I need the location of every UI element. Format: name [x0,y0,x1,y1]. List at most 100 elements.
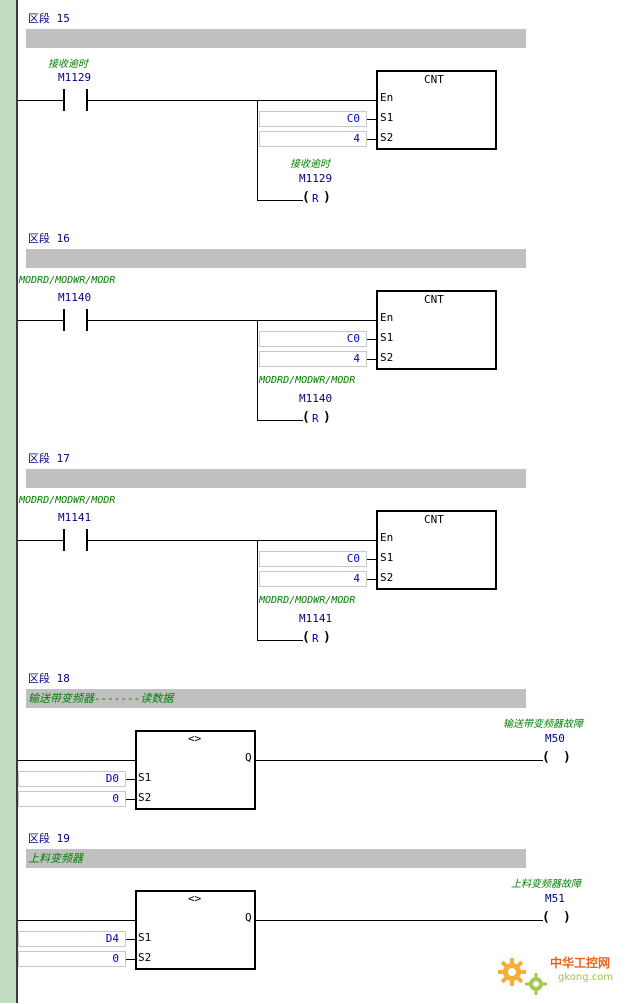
pin-wire [126,959,136,960]
rung-wire [88,100,377,101]
compare-function-block[interactable] [135,730,256,810]
rung-wire [18,100,63,101]
pin-s1: S1 [380,331,394,344]
network-15[interactable]: 区段 15 接收逾时 M1129 CNT En S1 S2 C0 4 接收逾时 … [0,10,631,230]
pin-wire [126,799,136,800]
pin-en: En [380,311,394,324]
network-18[interactable]: 区段 18 输送带变频器-------读数据 <> Q S1 S2 D0 0 输… [0,670,631,830]
segment-title: 区段 16 [28,232,70,245]
rung-wire [88,320,377,321]
coil-address[interactable]: M50 [545,732,565,745]
rung-wire [256,920,543,921]
network-19[interactable]: 区段 19 上料变频器 <> Q S1 S2 D4 0 上料变频器故障 M51 … [0,830,631,1000]
s1-operand-field[interactable]: D0 [18,771,126,787]
reset-coil-right[interactable]: ) [323,630,331,645]
segment-comment-bar[interactable]: 输送带变频器-------读数据 [26,689,526,708]
contact-comment: 接收逾时 [48,59,88,70]
compare-function-block[interactable] [135,890,256,970]
pin-s2: S2 [380,131,394,144]
branch-wire [257,100,258,201]
cnt-function-block[interactable] [376,290,497,370]
block-name: CNT [424,73,444,86]
pin-wire [367,119,377,120]
branch-wire [257,320,258,421]
reset-coil-right[interactable]: ) [323,190,331,205]
segment-comment-bar[interactable] [26,249,526,268]
rung-wire [18,540,63,541]
contact-left-bar[interactable] [63,89,65,111]
output-coil-left[interactable]: ( [542,910,550,925]
rung-wire [256,760,543,761]
rung-wire [18,920,136,921]
segment-title: 区段 18 [28,672,70,685]
branch-wire [257,540,258,641]
coil-address[interactable]: M1140 [299,392,333,405]
contact-right-bar[interactable] [86,89,88,111]
rung-wire [18,320,63,321]
branch-wire [257,200,303,201]
cnt-function-block[interactable] [376,70,497,150]
coil-address[interactable]: M51 [545,892,565,905]
coil-address[interactable]: M1141 [299,612,333,625]
pin-wire [367,559,377,560]
gear-icon [498,958,547,995]
pin-s2: S2 [380,351,394,364]
pin-wire [367,339,377,340]
pin-wire [126,939,136,940]
segment-comment-bar[interactable] [26,29,526,48]
contact-right-bar[interactable] [86,309,88,331]
reset-coil-right[interactable]: ) [323,410,331,425]
contact-comment: MODRD/MODWR/MODR [19,275,116,286]
reset-coil-left[interactable]: ( [302,630,310,645]
segment-comment-bar[interactable] [26,469,526,488]
reset-coil-left[interactable]: ( [302,410,310,425]
pin-en: En [380,531,394,544]
pin-q: Q [245,911,252,924]
s2-operand-field[interactable]: 4 [259,351,367,367]
output-coil-right[interactable]: ) [563,910,571,925]
pin-wire [367,579,377,580]
contact-left-bar[interactable] [63,309,65,331]
segment-comment-bar[interactable]: 上料变频器 [26,849,526,868]
rung-wire [18,760,136,761]
output-coil-right[interactable]: ) [563,750,571,765]
contact-comment: MODRD/MODWR/MODR [19,495,116,506]
reset-coil-left[interactable]: ( [302,190,310,205]
coil-comment: MODRD/MODWR/MODR [259,375,356,386]
pin-en: En [380,91,394,104]
left-power-rail [16,0,18,1003]
watermark-domain: gkong.com [558,972,614,983]
coil-comment: 上料变频器故障 [511,879,581,890]
reset-coil-type: R [312,632,319,645]
branch-wire [257,420,303,421]
segment-title: 区段 17 [28,452,70,465]
s2-operand-field[interactable]: 4 [259,571,367,587]
pin-s2: S2 [138,791,152,804]
contact-address[interactable]: M1140 [58,291,92,304]
block-name: <> [188,732,202,745]
output-coil-left[interactable]: ( [542,750,550,765]
s1-operand-field[interactable]: C0 [259,111,367,127]
contact-right-bar[interactable] [86,529,88,551]
s2-operand-field[interactable]: 4 [259,131,367,147]
s2-operand-field[interactable]: 0 [18,791,126,807]
network-17[interactable]: 区段 17 MODRD/MODWR/MODR M1141 CNT En S1 S… [0,450,631,670]
s1-operand-field[interactable]: D4 [18,931,126,947]
pin-wire [367,139,377,140]
pin-s2: S2 [138,951,152,964]
network-16[interactable]: 区段 16 MODRD/MODWR/MODR M1140 CNT En S1 S… [0,230,631,450]
contact-left-bar[interactable] [63,529,65,551]
s1-operand-field[interactable]: C0 [259,551,367,567]
s1-operand-field[interactable]: C0 [259,331,367,347]
coil-comment: 输送带变频器故障 [503,719,583,730]
pin-s1: S1 [380,551,394,564]
cnt-function-block[interactable] [376,510,497,590]
block-name: CNT [424,293,444,306]
contact-address[interactable]: M1129 [58,71,92,84]
coil-address[interactable]: M1129 [299,172,333,185]
contact-address[interactable]: M1141 [58,511,92,524]
pin-s1: S1 [380,111,394,124]
s2-operand-field[interactable]: 0 [18,951,126,967]
coil-comment: MODRD/MODWR/MODR [259,595,356,606]
pin-wire [126,779,136,780]
